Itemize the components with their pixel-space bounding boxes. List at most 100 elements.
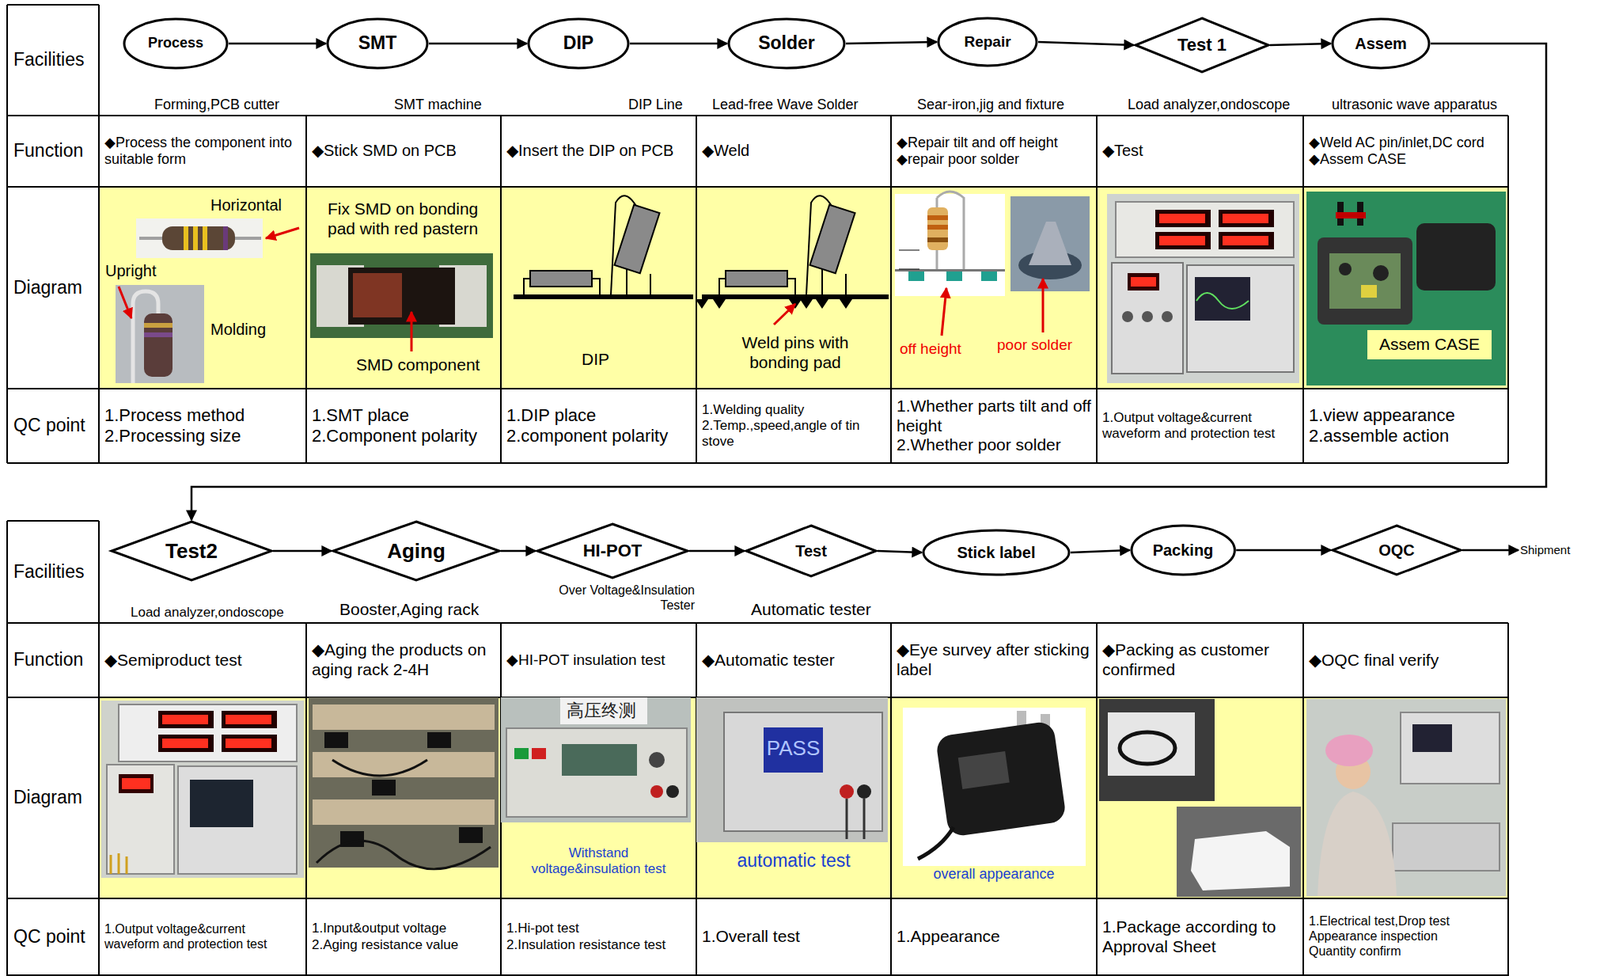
smd-photo-part xyxy=(310,253,493,338)
adapter-photo-part xyxy=(902,707,1086,866)
assembly-photo-part xyxy=(1338,262,1352,276)
table-cell-text: 1.Process method xyxy=(104,405,301,426)
annotation-text: Automatic tester xyxy=(750,599,872,620)
semiproduct-test-photo-part xyxy=(189,779,254,827)
test-bench-photo-part xyxy=(1111,262,1183,374)
table-cell-text: ◆Automatic tester xyxy=(701,650,886,671)
test-bench-photo-part xyxy=(1141,310,1153,323)
annotation-text: automatic test xyxy=(696,849,891,872)
table-cell-text: ◆HI-POT insulation test xyxy=(506,651,691,669)
solder-drawing-part-part xyxy=(809,204,855,274)
table-cell-text: 1.Input&output voltage xyxy=(311,920,496,937)
table-cell-text: Appearance inspection xyxy=(1308,928,1503,945)
resistor-photo-part xyxy=(223,226,228,251)
table-cell-text: ◆Assem CASE xyxy=(1308,151,1503,168)
annotation-text: Fix SMD on bonding pad with red pastern xyxy=(327,199,498,239)
row-header: Facilities xyxy=(13,561,94,583)
table-cell: 1.DIP place2.component polarity xyxy=(502,390,695,462)
semiproduct-test-photo-part xyxy=(225,738,272,748)
automatic-tester-photo-part xyxy=(724,712,883,831)
table-cell: Function xyxy=(8,624,98,696)
table-cell-text: 2.Component polarity xyxy=(311,425,496,447)
table-cell-text: 2.Insulation resistance test xyxy=(506,936,691,953)
process-oval: Process xyxy=(122,17,229,70)
node-shape xyxy=(938,18,1037,66)
test-bench-photo-part xyxy=(1107,193,1300,383)
node-shape xyxy=(728,18,845,69)
solder-drawing-part-part xyxy=(695,299,853,309)
flow-arrow xyxy=(845,41,937,44)
assembly-photo-part xyxy=(1361,284,1377,298)
semiproduct-test-photo-part xyxy=(178,765,297,874)
table-cell-text: ◆Eye survey after sticking label xyxy=(896,640,1092,680)
table-cell: Function xyxy=(8,117,98,186)
table-cell-text: 1.Output voltage&current waveform and pr… xyxy=(1102,409,1298,442)
flow-arrow xyxy=(500,549,536,553)
table-cell: 1.Electrical test,Drop testAppearance in… xyxy=(1304,899,1507,974)
packing-photo-part xyxy=(1190,830,1290,891)
annotation-text: ultrasonic wave apparatus xyxy=(1331,96,1498,114)
aging-rack-photo-part xyxy=(308,697,499,868)
table-grid xyxy=(7,4,1509,976)
node-shape xyxy=(333,521,500,581)
annotation-text: Sear-iron,jig and fixture xyxy=(917,96,1065,114)
automatic-tester-photo-part xyxy=(763,727,823,773)
repair-drawing-part xyxy=(908,271,925,281)
node-shape xyxy=(1131,525,1235,575)
assembly-photo-part xyxy=(1335,212,1366,219)
aging-rack-photo xyxy=(308,697,499,869)
step-name: Assem xyxy=(1354,34,1407,53)
repair-drawing-part xyxy=(894,193,1005,296)
semiproduct-test-photo-part xyxy=(221,734,277,752)
table-cell-text: 2.Processing size xyxy=(104,425,301,447)
annotation-text: Forming,PCB cutter xyxy=(154,96,280,114)
oqc-photo-part xyxy=(1400,712,1500,784)
test-bench-photo-part xyxy=(1222,213,1269,224)
table-cell-text: 1.Overall test xyxy=(701,926,886,947)
table-cell-text: 1.Package according to Approval Sheet xyxy=(1102,917,1298,957)
upright-resistor-photo-part xyxy=(118,286,132,319)
oqc-photo-part xyxy=(1325,734,1373,766)
flow-arrow xyxy=(228,42,327,46)
table-cell: ◆OQC final verify xyxy=(1304,624,1507,696)
decision-diamond: OQC xyxy=(1330,523,1463,577)
test-bench-photo-part xyxy=(1194,276,1251,321)
test-bench-photo-part xyxy=(1155,231,1211,250)
smd-photo-part xyxy=(410,311,414,352)
annotation-text: Horizontal xyxy=(210,196,282,216)
annotation-text: SMT machine xyxy=(394,96,482,114)
repair-drawing-part xyxy=(1010,196,1090,292)
table-cell: 1.Whether parts tilt and off height2.Whe… xyxy=(892,390,1096,462)
assembly-photo xyxy=(1306,191,1506,386)
flow-arrow xyxy=(1236,549,1331,552)
table-cell: 1.Input&output voltage2.Aging resistance… xyxy=(307,899,500,974)
table-cell: 1.view appearance2.assemble action xyxy=(1304,390,1507,462)
automatic-tester-photo-part xyxy=(696,697,888,842)
step-name: HI-POT xyxy=(583,541,643,561)
smd-photo-part xyxy=(348,267,455,325)
table-cell: ◆Automatic tester xyxy=(697,624,890,696)
table-cell-text: 2.Temp.,speed,angle of tin stove xyxy=(701,417,886,450)
row-header: Diagram xyxy=(13,786,94,808)
resistor-photo xyxy=(136,218,300,258)
semiproduct-test-photo-part xyxy=(110,853,127,874)
resistor-photo-part xyxy=(265,227,300,239)
table-cell-text: 1.view appearance xyxy=(1308,405,1503,426)
table-cell: ◆Eye survey after sticking label xyxy=(892,624,1096,696)
row-header: Function xyxy=(13,140,94,162)
oqc-photo-part xyxy=(1317,791,1397,896)
table-cell-text: ◆repair poor solder xyxy=(896,151,1092,168)
step-name: DIP xyxy=(563,33,594,54)
step-name: Repair xyxy=(963,34,1011,51)
table-cell-text: ◆OQC final verify xyxy=(1308,650,1503,671)
table-cell-text: 2.Aging resistance value xyxy=(311,936,496,953)
packing-photo-part xyxy=(1099,698,1215,801)
node-shape xyxy=(528,18,629,69)
node-shape xyxy=(124,18,228,69)
solder-drawing-part-part xyxy=(701,294,889,300)
row-header: QC point xyxy=(13,414,94,437)
hipot-tester-photo-part xyxy=(506,727,687,817)
repair-drawing-part xyxy=(941,288,947,336)
flow-arrow xyxy=(877,550,922,553)
oqc-photo-part xyxy=(1306,698,1506,896)
